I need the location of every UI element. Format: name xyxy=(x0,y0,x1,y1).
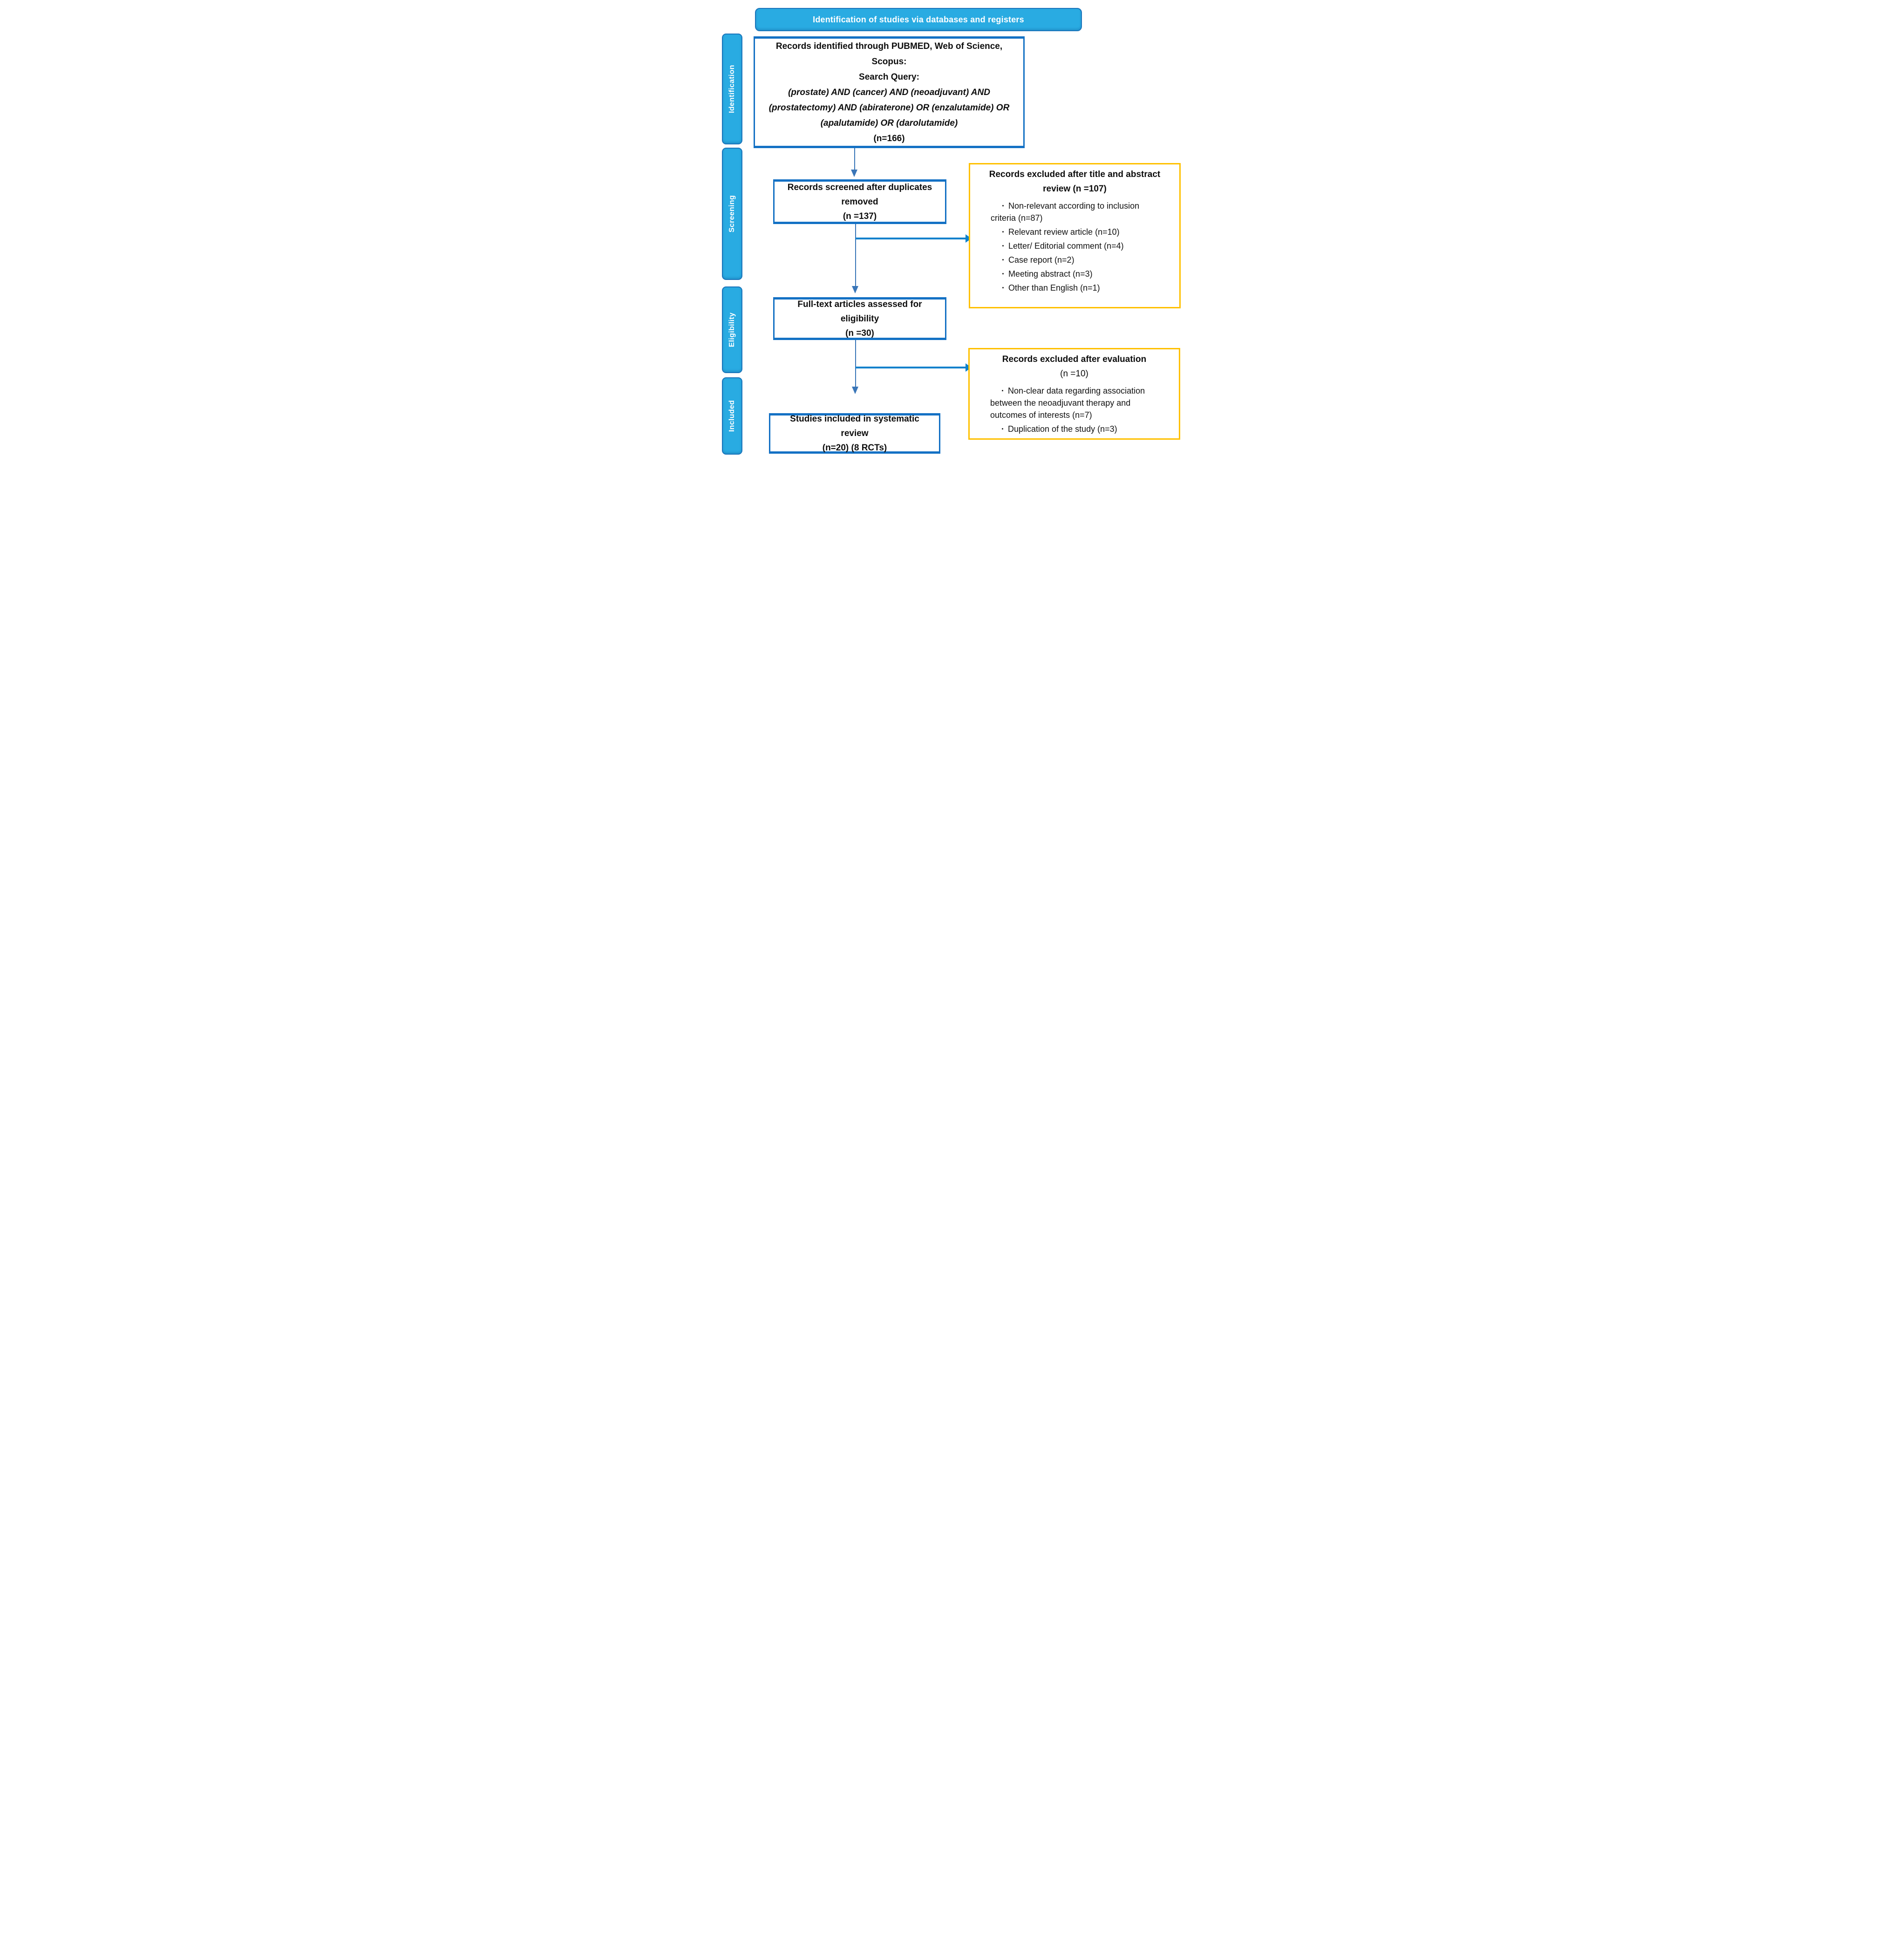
exclusion-reason: ·Relevant review article (n=10) xyxy=(991,226,1149,238)
fulltext-count: (n =30) xyxy=(845,328,874,338)
stage-eligibility: Eligibility xyxy=(722,286,742,373)
bullet-icon: · xyxy=(1002,227,1005,237)
records-identified-count: (n=166) xyxy=(873,133,905,143)
records-screened-line: Records screened after duplicates xyxy=(787,182,932,192)
box-fulltext-assessed: Full-text articles assessed for eligibil… xyxy=(773,297,946,340)
exclusion-reason: ·Non-relevant according to inclusion cri… xyxy=(991,200,1149,224)
box-records-screened: Records screened after duplicates remove… xyxy=(773,179,946,224)
exclusion-reason-text: Non-relevant according to inclusion crit… xyxy=(991,201,1140,223)
exclusion-reason-text: Case report (n=2) xyxy=(1008,255,1074,265)
arrow-to-excluded-evaluation xyxy=(856,367,966,368)
box-excluded-title-abstract: Records excluded after title and abstrac… xyxy=(969,163,1181,308)
excluded-evaluation-count: (n =10) xyxy=(1060,369,1088,379)
records-identified-line: Scopus: xyxy=(871,56,907,67)
studies-included-count: (n=20) (8 RCTs) xyxy=(822,443,887,453)
bullet-icon: · xyxy=(1002,269,1005,279)
exclusion-reason-text: Letter/ Editorial comment (n=4) xyxy=(1008,241,1124,251)
bullet-icon: · xyxy=(1002,201,1005,211)
arrowhead-down-icon xyxy=(851,170,857,177)
excluded-evaluation-heading: Records excluded after evaluation xyxy=(1002,354,1147,364)
exclusion-reason-text: Other than English (n=1) xyxy=(1008,283,1100,293)
exclusion-reason-text: Non-clear data regarding association bet… xyxy=(990,386,1145,420)
records-screened-line: removed xyxy=(841,197,878,207)
bullet-icon: · xyxy=(1002,283,1005,293)
exclusion-reason-text: Duplication of the study (n=3) xyxy=(1008,424,1117,434)
stage-identification: Identification xyxy=(722,34,742,144)
exclusion-reason-list: ·Non-clear data regarding association be… xyxy=(970,381,1179,435)
exclusion-reason: ·Non-clear data regarding association be… xyxy=(990,385,1149,421)
exclusion-reason: ·Case report (n=2) xyxy=(991,254,1149,266)
exclusion-reason: ·Other than English (n=1) xyxy=(991,282,1149,294)
bullet-icon: · xyxy=(1002,255,1005,265)
arrowhead-down-icon xyxy=(852,387,858,394)
studies-included-line: review xyxy=(841,429,869,438)
excluded-title-abstract-count: review (n =107) xyxy=(1043,184,1107,194)
studies-included-line: Studies included in systematic xyxy=(790,414,919,424)
stage-screening: Screening xyxy=(722,148,742,280)
header-banner: Identification of studies via databases … xyxy=(755,8,1082,31)
records-identified-line: Records identified through PUBMED, Web o… xyxy=(775,41,1003,51)
prisma-flow-diagram: Identification of studies via databases … xyxy=(714,0,1190,487)
stage-screening-label: Screening xyxy=(728,195,736,233)
exclusion-reason-list: ·Non-relevant according to inclusion cri… xyxy=(970,196,1179,294)
header-title: Identification of studies via databases … xyxy=(813,14,1024,24)
exclusion-reason-text: Relevant review article (n=10) xyxy=(1008,227,1120,237)
stage-eligibility-label: Eligibility xyxy=(728,312,736,347)
box-records-identified: Records identified through PUBMED, Web o… xyxy=(754,36,1025,148)
exclusion-reason: ·Letter/ Editorial comment (n=4) xyxy=(991,240,1149,252)
stage-included-label: Included xyxy=(728,400,736,432)
bullet-icon: · xyxy=(1001,386,1004,395)
search-query-line: (apalutamide) OR (darolutamide) xyxy=(820,118,958,128)
exclusion-reason: ·Meeting abstract (n=3) xyxy=(991,268,1149,280)
arrow-fulltext-to-included xyxy=(855,340,856,387)
box-excluded-evaluation: Records excluded after evaluation (n =10… xyxy=(968,348,1180,440)
fulltext-line: eligibility xyxy=(840,313,879,324)
exclusion-reason: · Duplication of the study (n=3) xyxy=(990,423,1149,435)
fulltext-line: Full-text articles assessed for xyxy=(797,299,922,309)
search-query-line: (prostatectomy) AND (abiraterone) OR (en… xyxy=(768,102,1010,113)
records-identified-line: Search Query: xyxy=(859,72,919,82)
arrow-to-excluded-title-abstract xyxy=(856,238,966,239)
stage-identification-label: Identification xyxy=(728,65,736,113)
arrow-identified-to-screened xyxy=(854,148,855,170)
exclusion-reason-text: Meeting abstract (n=3) xyxy=(1008,269,1093,279)
box-studies-included: Studies included in systematic review (n… xyxy=(769,413,940,454)
bullet-icon: · xyxy=(1001,424,1004,434)
arrowhead-down-icon xyxy=(852,286,858,293)
excluded-title-abstract-heading: Records excluded after title and abstrac… xyxy=(989,170,1161,179)
stage-included: Included xyxy=(722,377,742,455)
arrow-screened-to-fulltext xyxy=(855,224,856,286)
search-query-line: (prostate) AND (cancer) AND (neoadjuvant… xyxy=(788,87,990,97)
records-screened-count: (n =137) xyxy=(843,211,877,221)
bullet-icon: · xyxy=(1002,241,1005,251)
